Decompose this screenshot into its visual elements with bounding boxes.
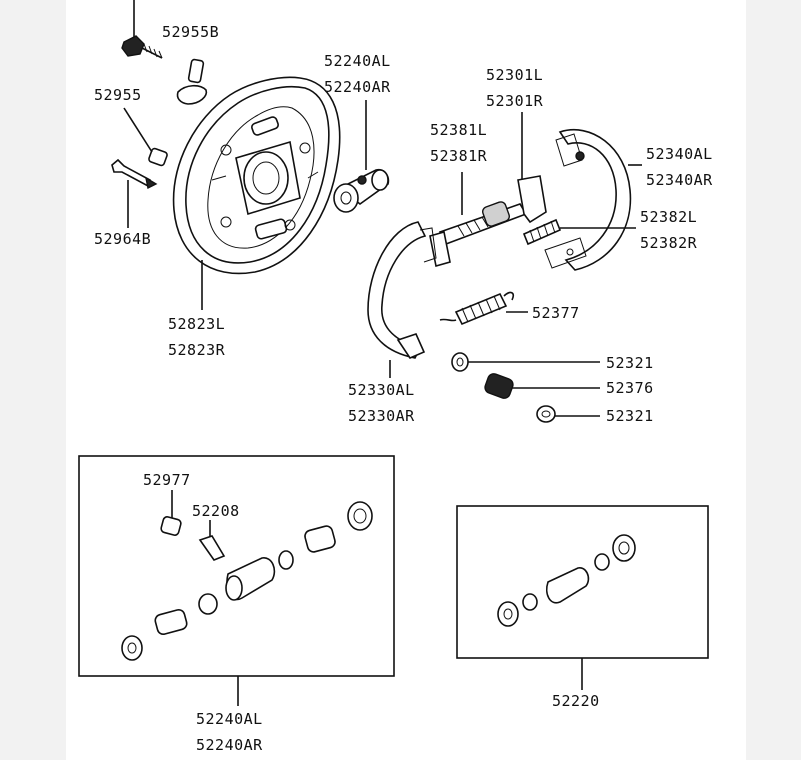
spring-52377 xyxy=(439,291,528,326)
label-52340al: 52340AL xyxy=(646,145,713,163)
label-52220: 52220 xyxy=(552,692,600,710)
bolt-52955b xyxy=(121,0,163,59)
spring-52382 xyxy=(522,218,636,246)
label-52964b: 52964B xyxy=(94,230,151,248)
adjuster-assembly xyxy=(429,112,547,268)
label-52382l: 52382L xyxy=(640,208,697,226)
washer-52321-bottom xyxy=(536,405,600,423)
label-52382r: 52382R xyxy=(640,234,698,252)
label-52240al-top: 52240AL xyxy=(324,52,391,70)
label-52240ar-top: 52240AR xyxy=(324,78,391,96)
pin-52964b xyxy=(111,158,158,190)
label-52381l: 52381L xyxy=(430,121,487,139)
label-52240ar-kit: 52240AR xyxy=(196,736,263,754)
label-52376: 52376 xyxy=(606,379,654,397)
label-52330al: 52330AL xyxy=(348,381,415,399)
leader-52955 xyxy=(123,107,153,153)
right-margin-strip xyxy=(746,0,801,760)
label-52977: 52977 xyxy=(143,471,191,489)
label-52381r: 52381R xyxy=(430,147,488,165)
clip-52955b xyxy=(176,58,208,105)
label-52208: 52208 xyxy=(192,502,240,520)
cap-52955 xyxy=(148,147,168,167)
label-52823r: 52823R xyxy=(168,341,226,359)
label-52330ar: 52330AR xyxy=(348,407,415,425)
label-52377: 52377 xyxy=(532,304,580,322)
brake-shoe-rear xyxy=(544,129,642,271)
label-52823l: 52823L xyxy=(168,315,225,333)
backing-plate xyxy=(172,76,341,275)
spring-52376 xyxy=(484,373,600,399)
label-52321-bottom: 52321 xyxy=(606,407,654,425)
wheel-cylinder xyxy=(333,100,390,213)
left-margin-strip xyxy=(0,0,66,760)
label-52240al-kit: 52240AL xyxy=(196,710,263,728)
label-52321-top: 52321 xyxy=(606,354,654,372)
label-52301r: 52301R xyxy=(486,92,544,110)
wheel-cylinder-kit-box xyxy=(78,455,395,706)
label-52340ar: 52340AR xyxy=(646,171,713,189)
brake-shoe-front xyxy=(367,221,437,378)
label-52955: 52955 xyxy=(94,86,142,104)
repair-kit-box xyxy=(456,505,709,690)
label-52955b: 52955B xyxy=(162,23,219,41)
washer-52321-top xyxy=(451,352,600,372)
label-52301l: 52301L xyxy=(486,66,543,84)
